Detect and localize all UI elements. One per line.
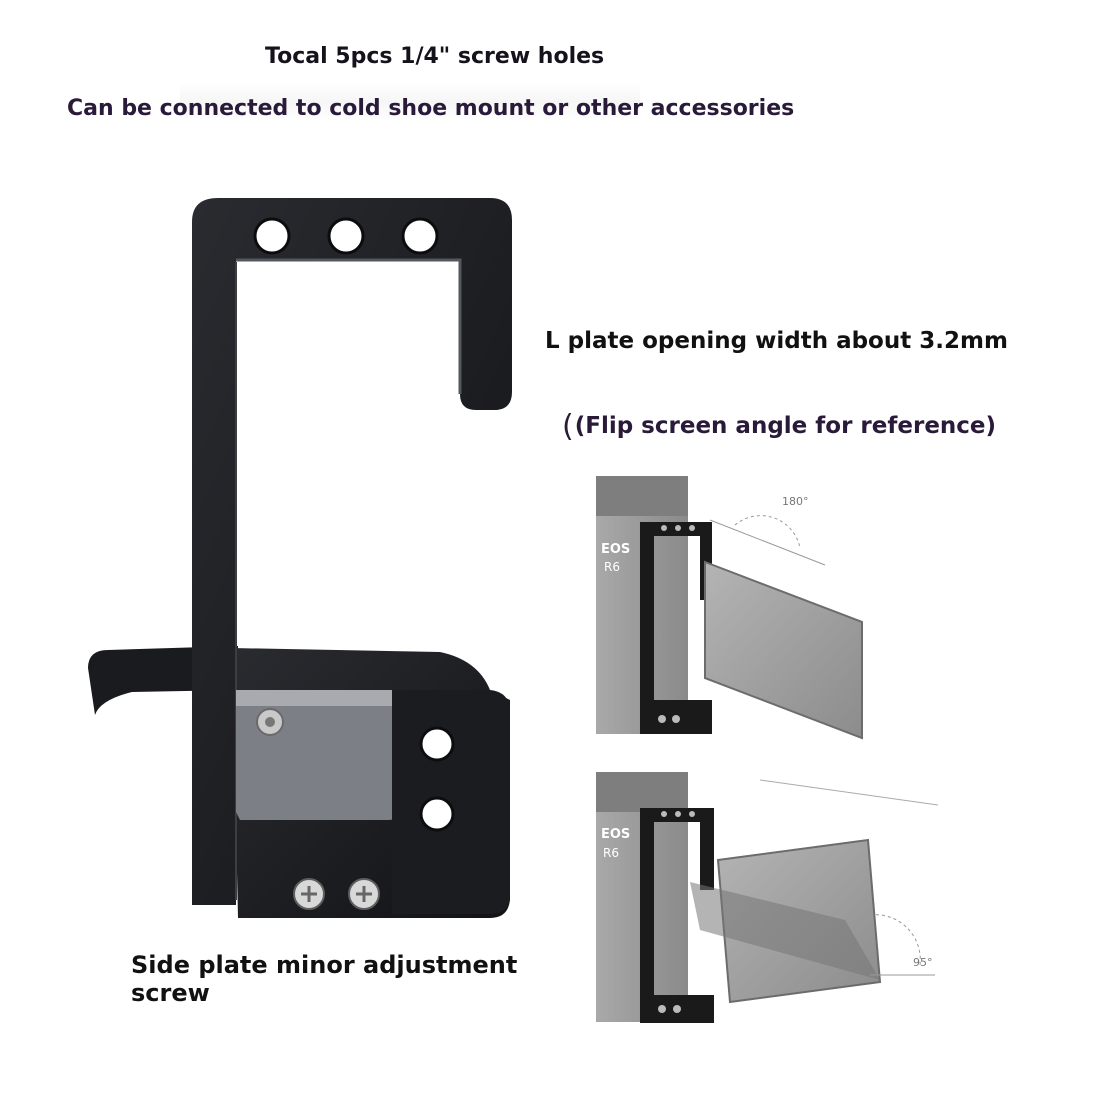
caption-fade: [180, 82, 640, 122]
figure-flip-180: EOS R6 180°: [596, 476, 863, 740]
model-label-top: R6: [604, 560, 620, 574]
l-bracket: [88, 198, 512, 918]
screw-hole-2: [327, 217, 365, 255]
model-label-bottom: R6: [603, 846, 619, 860]
angle-label-180: 180°: [782, 495, 809, 508]
side-block: [392, 690, 510, 914]
adjust-screw-caption: Side plate minor adjustment screw: [131, 951, 518, 1007]
screw-holes-caption: Tocal 5pcs 1/4" screw holes: [265, 44, 605, 69]
brand-label-top: EOS: [601, 542, 630, 557]
connect-caption: Can be connected to cold shoe mount or o…: [67, 96, 795, 121]
flip-screen-top: [704, 560, 863, 740]
screw-hole-3: [401, 217, 439, 255]
screw-hole-1: [253, 217, 291, 255]
brand-label-bottom: EOS: [601, 827, 630, 842]
paren-glyph: (: [562, 409, 574, 444]
flip-reference-caption: ((Flip screen angle for reference): [562, 406, 997, 444]
flip-reference-text: (Flip screen angle for reference): [574, 413, 997, 439]
side-hole-1: [419, 726, 455, 762]
opening-width-caption: L plate opening width about 3.2mm: [545, 328, 1008, 354]
bracket-frame: [192, 198, 512, 905]
side-hole-2: [419, 796, 455, 832]
mini-bracket-bottom: [640, 808, 714, 1010]
figure-flip-95: EOS R6 95°: [596, 772, 939, 1023]
angle-label-95: 95°: [913, 956, 933, 969]
mount-plate: [236, 690, 400, 820]
